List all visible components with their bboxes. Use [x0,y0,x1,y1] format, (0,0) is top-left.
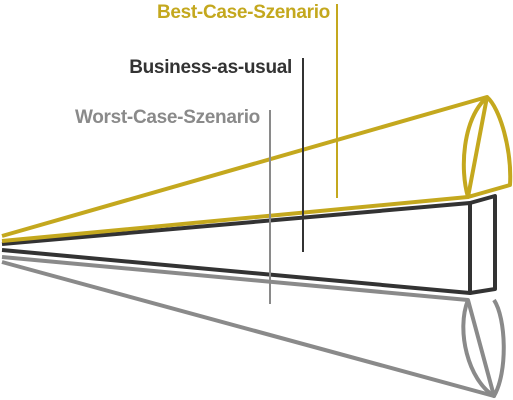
best-case-label: Best-Case-Szenario [156,2,330,23]
worst-case-cone-end [461,298,506,398]
best-case-cone-outline [1,95,489,243]
business-as-usual-label: Business-as-usual [129,57,292,78]
best-case-cone [1,95,513,243]
best-case-cone-end [461,95,513,199]
business-as-usual-prism [1,194,497,295]
worst-case-cone-outline [1,255,496,398]
business-as-usual-prism-end [469,194,497,295]
worst-case-label: Worst-Case-Szenario [74,107,260,128]
business-as-usual-prism-outline [1,201,472,295]
worst-case-cone [1,255,506,398]
